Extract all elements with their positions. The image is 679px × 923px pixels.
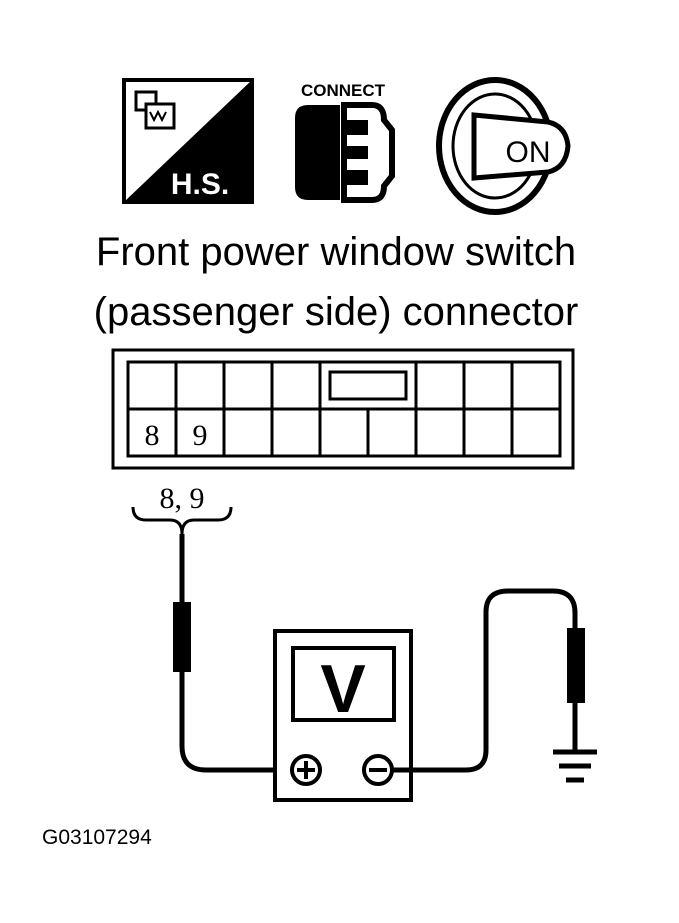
ignition-on-label: ON	[506, 136, 551, 169]
ground-icon	[553, 749, 597, 783]
negative-terminal	[362, 754, 394, 786]
negative-test-lead	[392, 588, 585, 773]
pin-9-label: 9	[193, 419, 208, 452]
pin-8-label: 8	[145, 419, 160, 452]
connector-face: 8 9	[111, 348, 575, 470]
harness-side-label: H.S.	[171, 168, 229, 201]
connect-icon: CONNECT	[295, 81, 395, 203]
figure-code: G03107294	[42, 826, 152, 849]
positive-terminal	[290, 754, 322, 786]
probe-pin-label: 8, 9	[160, 482, 205, 515]
ignition-on-icon: ON	[436, 77, 571, 215]
connect-label: CONNECT	[301, 81, 386, 100]
voltmeter: V	[273, 629, 413, 802]
harness-side-icon: H.S.	[122, 78, 254, 204]
title-line-2: (passenger side) connector	[94, 290, 579, 334]
positive-test-lead	[173, 534, 290, 773]
title-line-1: Front power window switch	[96, 230, 576, 274]
voltmeter-display: V	[320, 651, 365, 727]
